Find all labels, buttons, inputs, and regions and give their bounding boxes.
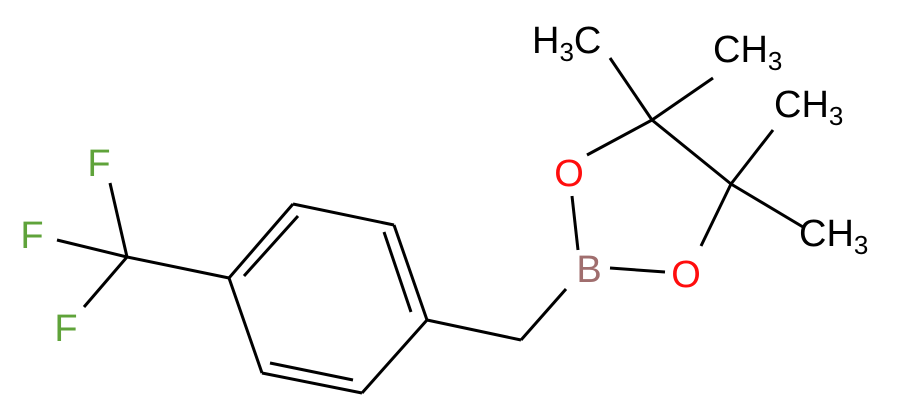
- bond-ring-1: [227, 203, 295, 279]
- fluorine-bottom-label: F: [54, 308, 77, 350]
- bond-ring-ch2: [426, 318, 522, 342]
- bond-ring-inner-2: [382, 231, 413, 313]
- methyl-bonds: [608, 57, 804, 229]
- methyl-2-label: CH3: [713, 29, 782, 76]
- trifluoromethyl-bonds: [56, 182, 230, 308]
- bond-b-o-top: [570, 195, 580, 251]
- bond-ring-6: [227, 277, 264, 374]
- bond-c-o-right: [699, 183, 733, 247]
- bond-methyl-3: [729, 129, 775, 185]
- bond-methyl-4: [730, 182, 804, 229]
- fluorine-left-label: F: [20, 215, 43, 257]
- bond-c-f-bottom: [82, 256, 129, 308]
- bond-c-c: [651, 118, 732, 186]
- boron-label: B: [576, 249, 601, 291]
- bond-ring-4: [360, 319, 429, 394]
- bond-ring-inner-3: [269, 361, 354, 382]
- bond-methyl-2: [651, 76, 714, 122]
- bond-ring-inner-1: [242, 214, 300, 278]
- bond-ring-3: [392, 224, 429, 321]
- dioxaborolane-ring: [570, 118, 733, 274]
- methyl-1-label: H3C: [532, 20, 601, 67]
- bond-o-c-top: [586, 118, 653, 157]
- methylene-bonds: [426, 288, 568, 342]
- bond-ring-cf3: [126, 255, 230, 280]
- methyl-4-label: CH3: [799, 213, 868, 260]
- bond-methyl-1: [608, 57, 654, 121]
- methyl-3-label: CH3: [774, 84, 843, 131]
- bond-ring-5: [261, 371, 363, 395]
- bond-ch2-b: [519, 288, 568, 341]
- oxygen-right-label: O: [671, 254, 701, 296]
- bond-ring-2: [292, 202, 395, 227]
- fluorine-top-label: F: [87, 143, 110, 185]
- oxygen-top-label: O: [554, 153, 584, 195]
- benzene-ring: [227, 202, 429, 395]
- bond-b-o-right: [609, 266, 666, 274]
- bond-c-f-left: [56, 238, 128, 259]
- bond-c-f-top: [108, 182, 129, 258]
